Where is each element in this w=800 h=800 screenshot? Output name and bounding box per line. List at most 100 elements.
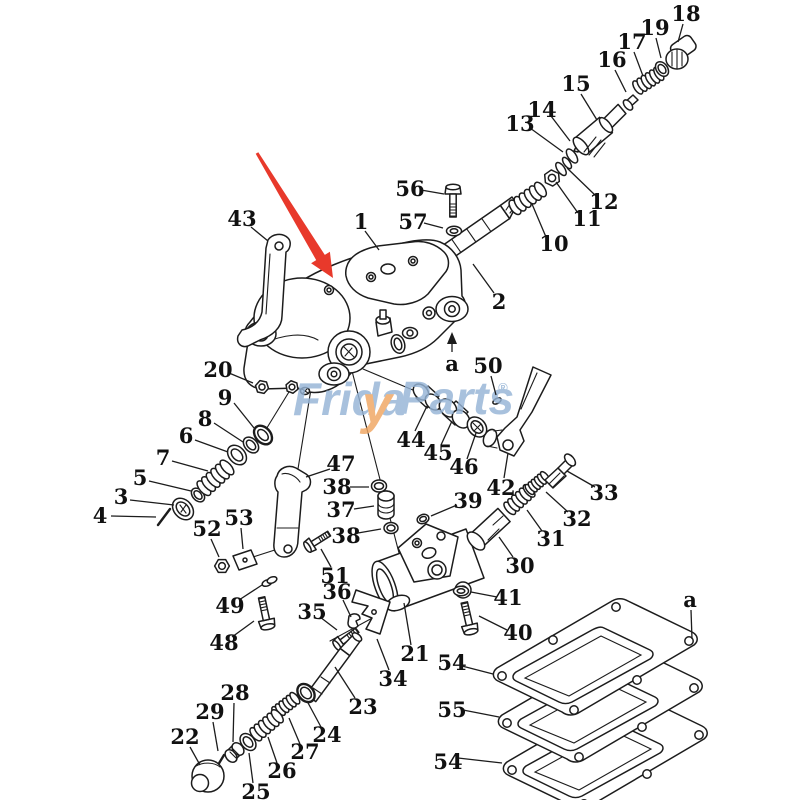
part-label-13: 13 [505,111,534,136]
leader-line [461,665,494,675]
seal-46 [466,416,488,438]
part-label-54: 54 [433,749,462,774]
bottom-spool-chain [190,632,363,793]
part-label-57: 57 [398,209,427,234]
leader-line [364,230,380,251]
lever-42-group [412,366,552,457]
part-label-24: 24 [312,722,341,747]
part-label-36: 36 [322,579,351,604]
part-label-3: 3 [114,484,129,509]
leader-line [334,666,356,699]
part-label-a: a [445,351,459,376]
watermark-frida: Frida [293,373,405,425]
leader-line [232,702,235,743]
watermark-registered: ® [498,380,508,395]
part-label-23: 23 [348,694,377,719]
leader-line [420,189,445,195]
part-label-8: 8 [198,406,213,431]
part-label-34: 34 [378,666,407,691]
part-label-41: 41 [493,585,522,610]
leader-line [614,69,627,93]
part-label-50: 50 [473,353,502,378]
part-label-16: 16 [597,47,626,72]
part-label-17: 17 [617,29,646,54]
leader-line [233,402,255,429]
part-label-46: 46 [449,454,478,479]
leader-line [423,222,444,229]
leader-line [677,23,684,43]
part-label-49: 49 [215,593,244,618]
leader-line [267,736,278,764]
leader-line [503,452,509,479]
leader-line [633,51,644,77]
part-label-6: 6 [179,423,194,448]
red-pointer-arrow [255,152,333,278]
part-label-55: 55 [437,697,466,722]
watermark-parts: Parts [399,372,514,424]
part-label-47: 47 [326,451,355,476]
part-label-51: 51 [320,563,349,588]
leader-line [529,127,564,153]
bushing-44 [412,383,442,411]
leader-line [545,491,569,513]
leader-line [376,638,390,671]
leader-line [440,420,453,446]
part-label-43: 43 [227,206,256,231]
cap-22 [190,759,225,793]
leader-line [319,616,338,631]
leader-line [353,505,375,510]
leader-line [213,422,244,443]
leader-line [566,470,596,488]
part-label-10: 10 [539,231,568,256]
part-label-26: 26 [267,758,296,783]
leader-line [189,746,201,766]
part-label-9: 9 [218,385,233,410]
part-label-54: 54 [437,650,466,675]
leader-line [250,226,269,242]
valve-body-21-group [351,513,485,638]
leader-line [148,480,192,492]
piston-28 [224,741,245,764]
part-label-38: 38 [322,474,351,499]
leader-line [566,167,597,197]
leader-line [580,93,598,121]
part-label-38: 38 [331,523,360,548]
part-label-35: 35 [297,599,326,624]
part-label-25: 25 [241,779,270,800]
part-label-22: 22 [170,724,199,749]
part-label-30: 30 [505,553,534,578]
leader-line [430,504,458,517]
leader-line [320,548,332,568]
left-detent-chain [156,379,274,527]
leader-line [306,700,322,728]
part-label-11: 11 [572,206,601,231]
cover-pad [345,240,450,306]
plug-37-orings-38 [370,479,399,535]
part-label-52: 52 [192,516,221,541]
part-label-14: 14 [527,97,556,122]
leader-line [472,263,495,294]
part-label-31: 31 [536,526,565,551]
leader-line [357,528,382,534]
leader-line [655,37,662,59]
unload-valve-chain [466,453,577,551]
leader-line [531,203,547,238]
leader-line [555,181,579,214]
leader-line [466,432,477,460]
leader-line [342,599,352,618]
leader-line [212,721,219,752]
part-label-48: 48 [209,630,238,655]
part-label-4: 4 [93,503,108,528]
leader-line [414,405,428,432]
leader-line [171,460,209,472]
watermark-y: y [359,375,395,435]
leader-line [403,602,412,646]
part-label-53: 53 [224,505,253,530]
leader-line [470,591,498,598]
plug-18 [665,34,697,70]
part-label-37: 37 [326,497,355,522]
leader-line [490,375,497,396]
leader-line [462,709,500,718]
bolt-56-washer-57 [444,183,463,237]
part-label-18: 18 [671,1,700,26]
